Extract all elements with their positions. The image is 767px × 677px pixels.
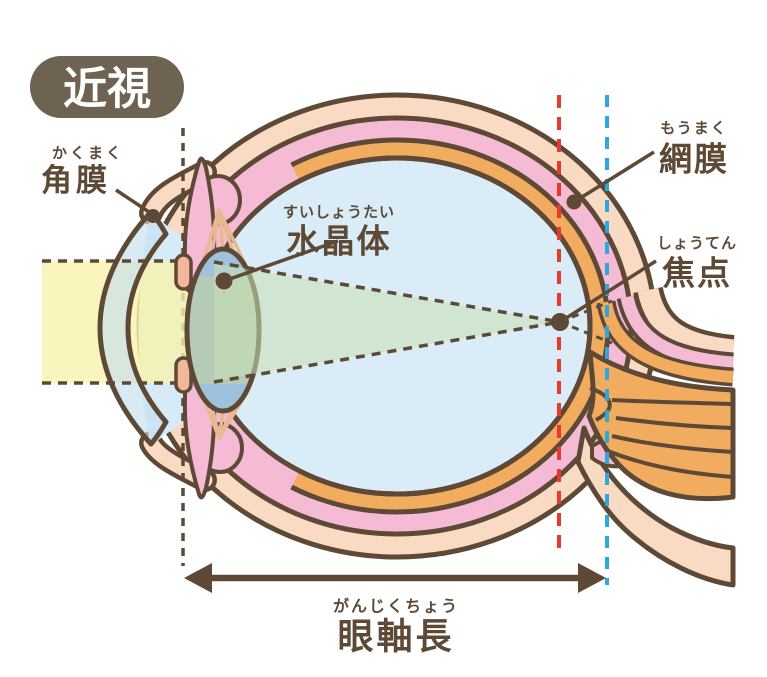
focal-point-kanji: 焦点 <box>662 254 732 293</box>
nerve-fiber-lines <box>589 386 734 479</box>
label-cornea: かくまく 角膜 <box>41 144 124 199</box>
arrowhead-left <box>184 563 212 593</box>
retina-furigana: もうまく <box>660 119 728 137</box>
retina-leader <box>566 150 655 210</box>
lens-pointer-dot <box>215 272 233 290</box>
axial-length-kanji: 眼軸長 <box>337 617 454 658</box>
optic-nerve <box>575 286 736 588</box>
focal-point-leader <box>551 259 657 331</box>
lens-furigana: すいしょうたい <box>283 203 395 221</box>
focus-wedge <box>214 263 560 381</box>
optic-nerve-sheath <box>575 425 736 588</box>
cornea-shape <box>97 209 169 447</box>
label-retina: もうまく 網膜 <box>659 119 729 179</box>
title-badge: 近視 <box>30 56 184 118</box>
focal-point-furigana: しょうてん <box>657 234 737 252</box>
lens-kanji: 水晶体 <box>287 222 392 261</box>
title-badge-label: 近視 <box>63 64 151 115</box>
label-lens: すいしょうたい 水晶体 <box>283 203 395 261</box>
cornea-furigana: かくまく <box>52 144 124 162</box>
wedge-dashed-edges <box>213 260 561 384</box>
label-focal-point: しょうてん 焦点 <box>657 234 737 293</box>
focal-point-dot <box>551 313 569 331</box>
iris-tip-top <box>174 253 193 291</box>
post-focal-rays <box>559 299 613 345</box>
axial-length-arrow <box>184 563 606 593</box>
arrowhead-right <box>578 563 606 593</box>
cornea-pointer-dot <box>146 209 160 223</box>
cornea-leader <box>115 188 160 223</box>
retina-kanji: 網膜 <box>659 140 729 179</box>
beam-dashed-edges <box>42 259 214 385</box>
retina-pointer-dot <box>566 194 582 210</box>
lens-leader <box>215 239 339 290</box>
axial-length-furigana: がんじくちょう <box>333 597 459 616</box>
cornea-kanji: 角膜 <box>41 163 111 199</box>
label-axial-length: がんじくちょう 眼軸長 <box>333 597 459 658</box>
